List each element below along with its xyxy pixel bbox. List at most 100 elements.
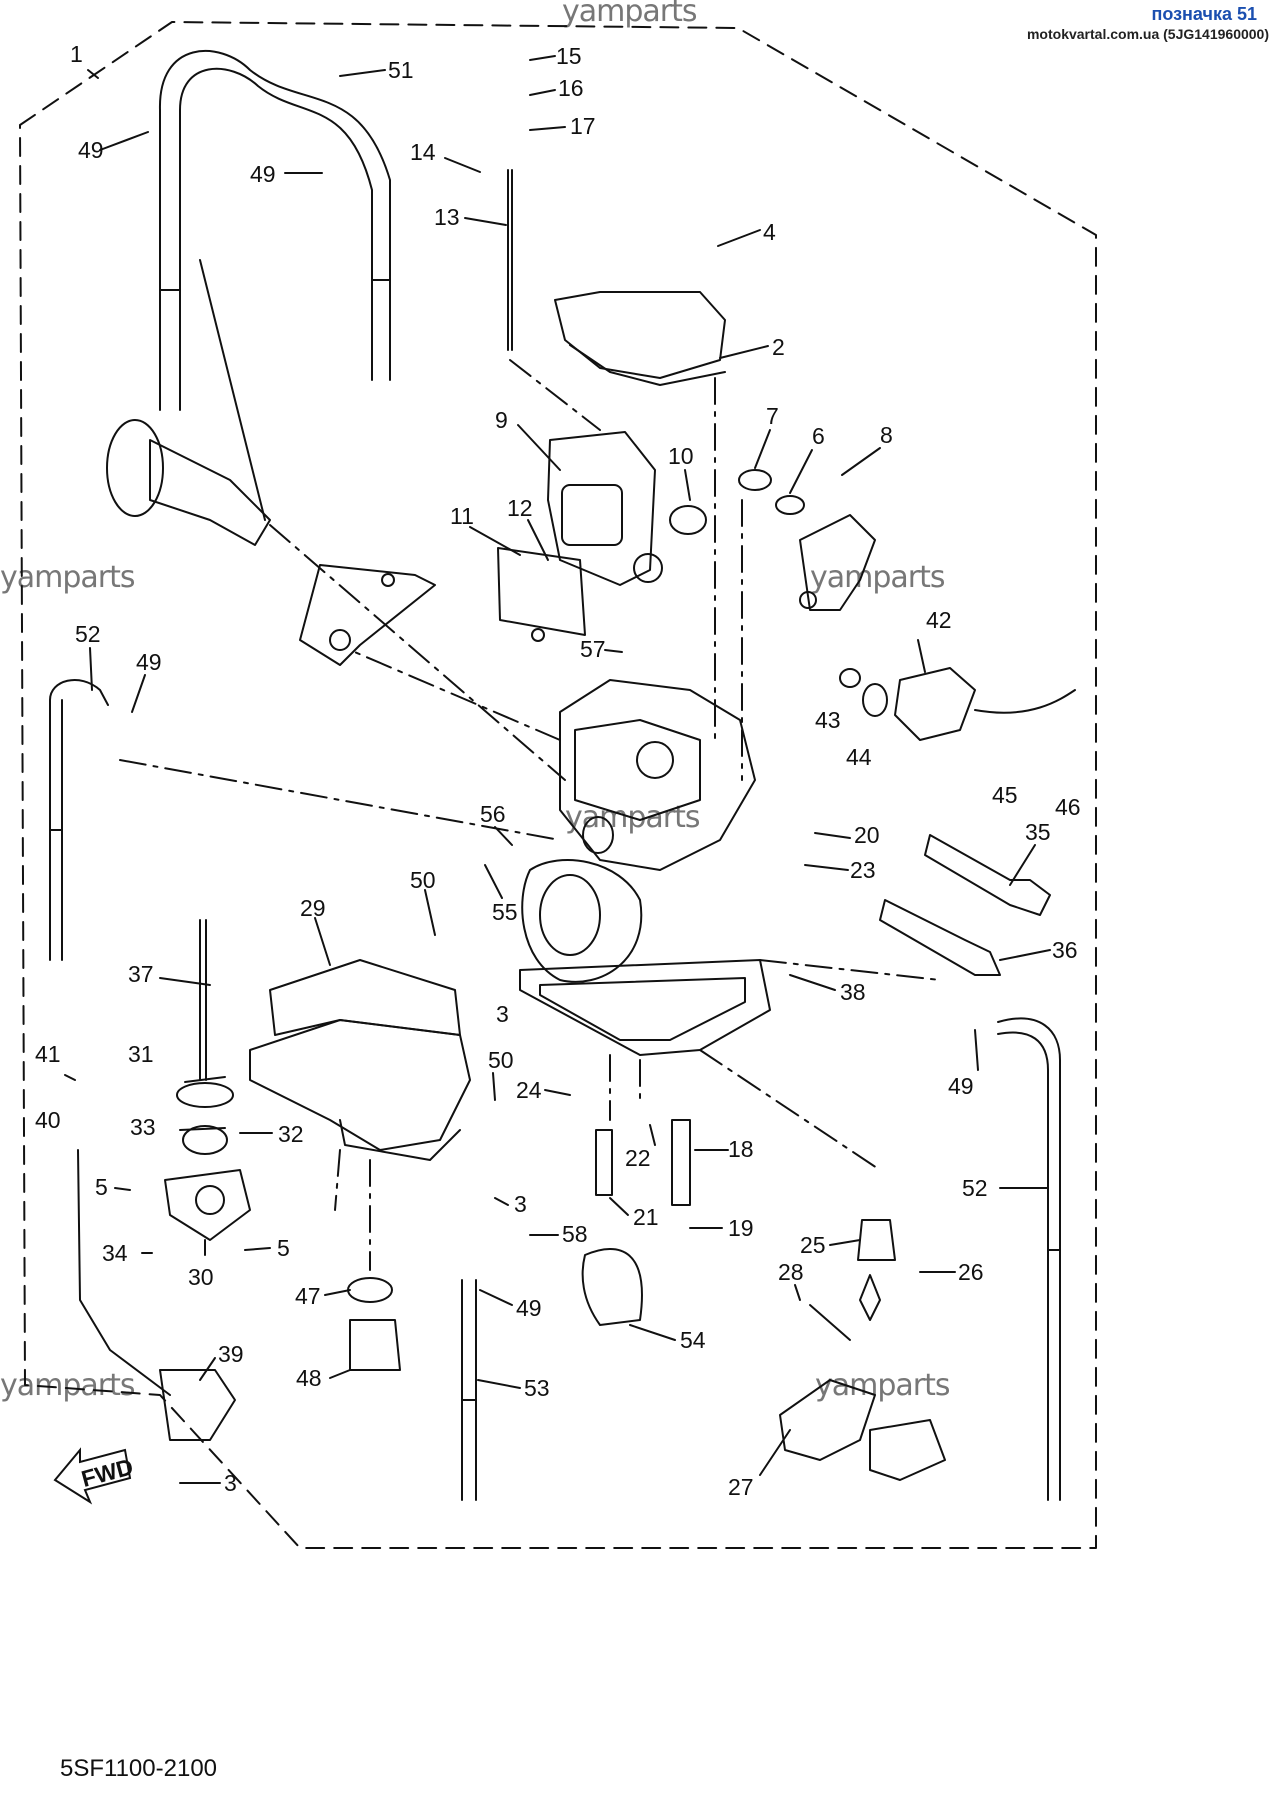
callout: 15 [556, 43, 582, 69]
callout: 44 [846, 744, 872, 770]
throttle-bracket [299, 564, 436, 666]
callout: 31 [128, 1041, 154, 1067]
callout: 3 [496, 1001, 509, 1027]
callout: 10 [668, 443, 694, 469]
callout: 1 [70, 41, 83, 67]
callout: 30 [188, 1264, 214, 1290]
plate-11 [497, 547, 586, 636]
callout: 9 [495, 407, 508, 433]
callout: 19 [728, 1215, 754, 1241]
watermark: yamparts [0, 1368, 136, 1403]
callout: 17 [570, 113, 596, 139]
callout: 48 [296, 1365, 322, 1391]
callout: 29 [300, 895, 326, 921]
callout: 21 [633, 1204, 659, 1230]
callout: 49 [948, 1073, 974, 1099]
callout: 28 [778, 1259, 804, 1285]
watermark-top: yamparts [562, 0, 698, 29]
callout: 18 [728, 1136, 754, 1162]
holder-30 [164, 1169, 251, 1241]
tube-53 [461, 1279, 477, 1501]
callout: 13 [434, 204, 460, 230]
throttle-valve-9 [547, 431, 656, 586]
callout: 3 [514, 1191, 527, 1217]
drain-plug-48 [349, 1319, 401, 1371]
callout: 25 [800, 1232, 826, 1258]
callout: 51 [388, 57, 414, 83]
cap-27 [779, 1379, 876, 1461]
cup-54 [581, 1247, 643, 1326]
badge-title[interactable]: позначка 51 [1151, 4, 1257, 24]
callout: 50 [488, 1047, 514, 1073]
callout: 34 [102, 1240, 128, 1266]
callout: 3 [224, 1470, 237, 1496]
diagram-code: 5SF1100-2100 [60, 1755, 218, 1782]
screw-35 [924, 834, 1051, 916]
callout: 54 [680, 1327, 706, 1353]
callout: 8 [880, 422, 893, 448]
vent-hose-51 [158, 50, 391, 271]
callout: 46 [1055, 794, 1081, 820]
top-cover [554, 291, 726, 379]
callout: 55 [492, 899, 518, 925]
callout: 27 [728, 1474, 754, 1500]
cable-39 [77, 1149, 171, 1396]
jet-18 [671, 1119, 691, 1206]
throttle-pulley [106, 419, 164, 517]
callout: 49 [136, 649, 162, 675]
callout: 5 [277, 1235, 290, 1261]
callout: 49 [250, 161, 276, 187]
jet-21 [595, 1129, 613, 1196]
callout: 33 [130, 1114, 156, 1140]
callout: 7 [766, 403, 779, 429]
callout-numbers: 1 51 49 49 15 16 17 14 13 4 2 9 10 7 6 8… [35, 41, 1081, 1500]
callout: 16 [558, 75, 584, 101]
callout: 36 [1052, 937, 1078, 963]
callout: 39 [218, 1341, 244, 1367]
callout: 42 [926, 607, 952, 633]
callout: 38 [840, 979, 866, 1005]
callout: 2 [772, 334, 785, 360]
callout: 26 [958, 1259, 984, 1285]
callout: 23 [850, 857, 876, 883]
callout: 35 [1025, 819, 1051, 845]
hose-52-right [997, 1017, 1061, 1501]
callout: 43 [815, 707, 841, 733]
callout: 32 [278, 1121, 304, 1147]
watermark: yamparts [815, 1368, 951, 1403]
hose-52-left [49, 679, 109, 961]
callout: 4 [763, 219, 776, 245]
lever-bracket [799, 514, 876, 611]
callout: 47 [295, 1283, 321, 1309]
callout: 22 [625, 1145, 651, 1171]
carburetor-body [559, 679, 756, 871]
callout: 50 [410, 867, 436, 893]
callout: 24 [516, 1077, 542, 1103]
callout: 12 [507, 495, 533, 521]
callout: 5 [95, 1174, 108, 1200]
badge-subtitle: motokvartal.com.ua (5JG141960000) [1026, 26, 1269, 42]
callout: 49 [78, 137, 104, 163]
screw-36 [879, 899, 1001, 976]
callout: 56 [480, 801, 506, 827]
callout: 57 [580, 636, 606, 662]
spring-33 [182, 1125, 228, 1155]
o-ring-47 [347, 1277, 393, 1303]
assembly-outline [19, 21, 1097, 1549]
watermark: yamparts [810, 560, 946, 595]
screw-25 [857, 1219, 896, 1261]
callout: 58 [562, 1221, 588, 1247]
callout: 52 [962, 1175, 988, 1201]
callout: 49 [516, 1295, 542, 1321]
callout: 37 [128, 961, 154, 987]
callout: 14 [410, 139, 436, 165]
sensor-42 [894, 667, 976, 741]
callout: 52 [75, 621, 101, 647]
callout: 20 [854, 822, 880, 848]
callout: 53 [524, 1375, 550, 1401]
callout: 6 [812, 423, 825, 449]
callout: 45 [992, 782, 1018, 808]
fwd-arrow [53, 1447, 132, 1505]
callout: 11 [450, 503, 474, 529]
